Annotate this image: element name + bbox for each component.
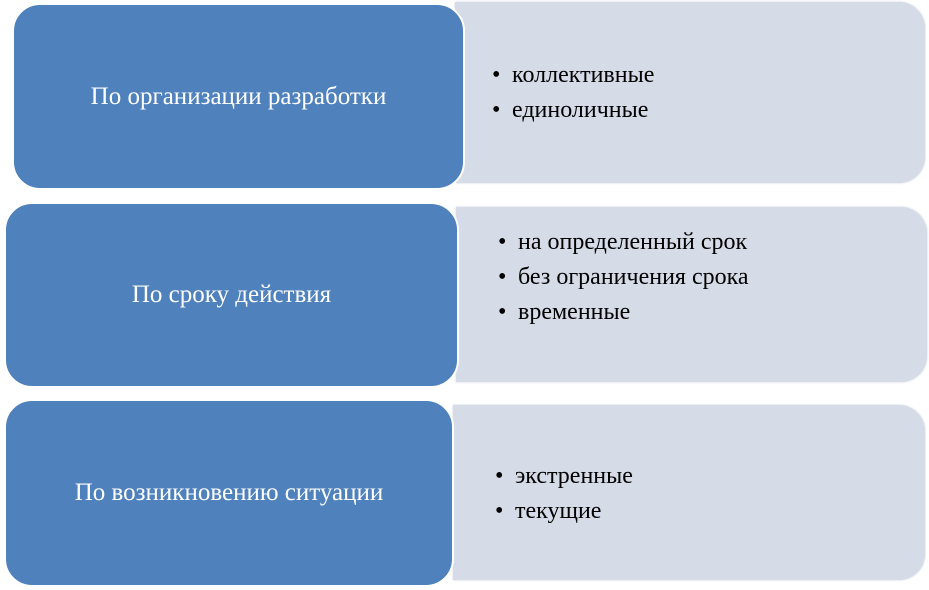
category-label: По возникновению ситуации xyxy=(74,479,384,506)
list-item: на определенный срок xyxy=(498,225,749,260)
list-item: единоличные xyxy=(492,93,654,128)
list-item: без ограничения срока xyxy=(498,260,749,295)
category-box: По возникновению ситуации xyxy=(4,399,454,587)
category-box: По организации разработки xyxy=(12,3,465,190)
list-item: коллективные xyxy=(492,58,654,93)
category-label: По организации разработки xyxy=(90,82,387,110)
category-label: По сроку действия xyxy=(131,281,332,308)
items-list: коллективные единоличные xyxy=(492,58,654,128)
list-item: текущие xyxy=(495,494,633,529)
list-item: экстренные xyxy=(495,459,633,494)
items-list: экстренные текущие xyxy=(495,459,633,529)
category-box: По сроку действия xyxy=(4,202,459,388)
items-list: на определенный срок без ограничения сро… xyxy=(498,225,749,330)
list-item: временные xyxy=(498,295,749,330)
